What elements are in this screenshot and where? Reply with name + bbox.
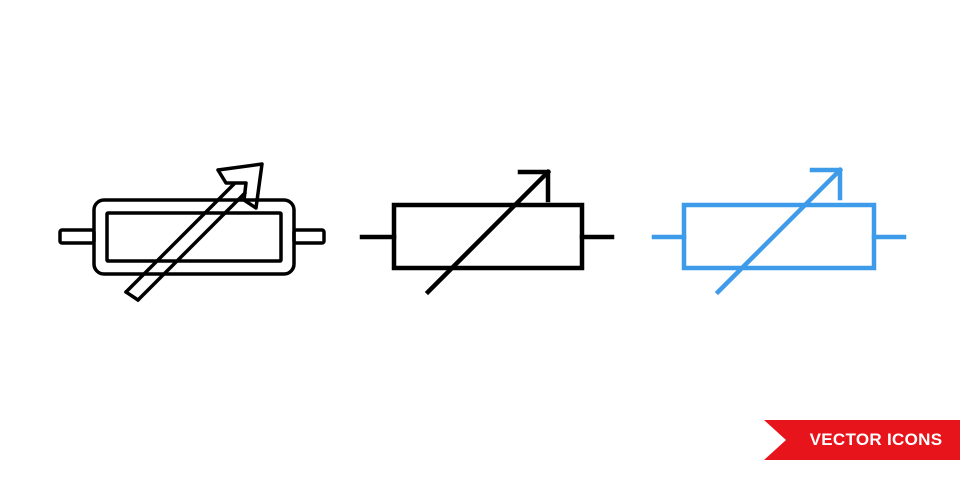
variable-resistor-outline-icon (50, 150, 340, 310)
badge-ribbon-shape (764, 420, 960, 460)
badge-label: VECTOR ICONS (809, 430, 943, 449)
variable-resistor-color-icon (642, 150, 922, 310)
vector-icons-badge: VECTOR ICONS (764, 420, 960, 460)
variable-resistor-line-icon (350, 150, 630, 310)
